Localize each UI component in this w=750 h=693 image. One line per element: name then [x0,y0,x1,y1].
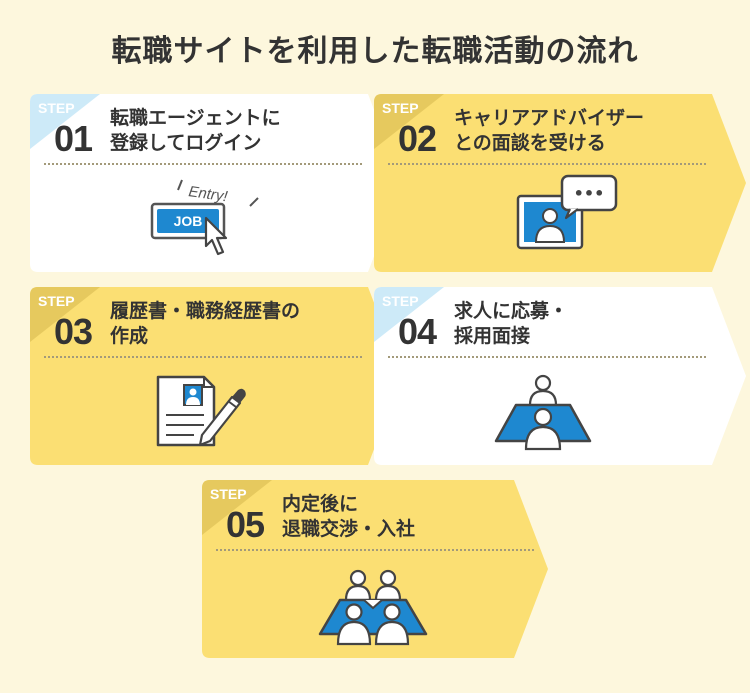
handshake-meeting-icon [318,569,428,646]
step-description-line: 登録してログイン [110,132,262,154]
video-chat-icon: ••• [516,174,618,250]
step-label: STEP [382,100,419,116]
dotted-divider [44,163,362,165]
step-05-card: STEP 05 内定後に 退職交渉・入社 [202,480,574,658]
step-description: 履歴書・職務経歴書の 作成 [110,299,300,349]
dotted-divider [388,163,706,165]
step-03-card: STEP 03 履歴書・職務経歴書の 作成 [30,287,402,465]
entry-label: Entry! [187,183,229,205]
step-description: 内定後に 退職交渉・入社 [282,492,415,542]
job-button-label: JOB [174,213,203,229]
step-description-line: との面談を受ける [454,132,606,154]
step-description-line: 求人に応募・ [454,300,569,322]
step-04-card: STEP 04 求人に応募・ 採用面接 [374,287,746,465]
step-card-background [374,287,746,465]
interview-table-icon [494,374,592,451]
page-title: 転職サイトを利用した転職活動の流れ [111,34,639,69]
step-description-line: 内定後に [282,493,359,515]
step-02-card: STEP 02 キャリアアドバイザー との面談を受ける ••• [374,94,746,272]
step-card-background [30,287,402,465]
step-description-line: 作成 [110,325,149,347]
step-description-line: 採用面接 [454,325,531,347]
step-label: STEP [210,486,247,502]
step-corner-tab [374,94,444,149]
step-description: 転職エージェントに 登録してログイン [110,106,281,156]
resume-pen-icon [156,375,246,447]
step-number: 01 [54,118,93,159]
step-card-background [202,480,548,658]
step-description: 求人に応募・ 採用面接 [454,299,568,349]
step-label: STEP [38,293,75,309]
step-corner-tab [202,480,272,535]
step-number: 03 [54,311,93,352]
step-label: STEP [38,100,75,116]
step-description-line: 転職エージェントに [110,107,281,129]
chat-bubble-dots: ••• [574,184,605,203]
step-description: キャリアアドバイザー との面談を受ける [454,106,644,156]
step-description-line: 退職交渉・入社 [282,518,416,540]
step-number: 04 [398,311,437,352]
step-description-line: キャリアアドバイザー [454,107,645,129]
step-card-background [374,94,746,272]
dotted-divider [44,356,362,358]
dotted-divider [388,356,706,358]
step-description-line: 履歴書・職務経歴書の [110,300,301,322]
job-entry-button-icon: Entry! JOB [150,179,259,256]
step-01-card: STEP 01 転職エージェントに 登録してログイン Entry! JOB [30,94,402,272]
step-number: 02 [398,118,437,159]
step-corner-tab [30,94,100,149]
step-corner-tab [374,287,444,342]
dotted-divider [216,549,534,551]
step-corner-tab [30,287,100,342]
step-card-background [30,94,402,272]
step-number: 05 [226,504,265,545]
step-label: STEP [382,293,419,309]
